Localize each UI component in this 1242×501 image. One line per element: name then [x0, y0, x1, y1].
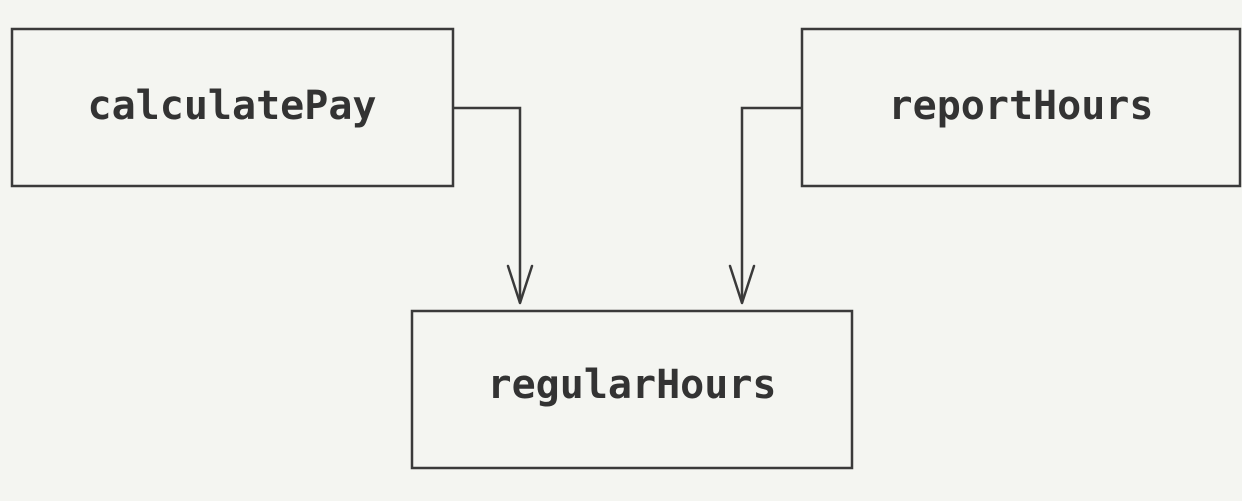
node-regularhours-box	[410, 309, 854, 470]
edge-calculatepay-arrowhead	[506, 264, 534, 305]
edge-calculatepay-line	[453, 106, 522, 303]
node-regularhours: regularHours	[410, 309, 854, 470]
edge-reporthours-line	[740, 106, 802, 303]
edge-reporthours-to-regularhours	[728, 106, 802, 305]
node-regularhours-label: regularHours	[488, 362, 777, 408]
edge-reporthours-arrowhead	[728, 264, 756, 305]
node-reporthours: reportHours	[800, 27, 1242, 188]
node-calculatepay-label: calculatePay	[88, 83, 377, 129]
node-calculatepay: calculatePay	[10, 27, 455, 188]
node-reporthours-label: reportHours	[889, 83, 1154, 129]
edge-calculatepay-to-regularhours	[453, 106, 534, 305]
